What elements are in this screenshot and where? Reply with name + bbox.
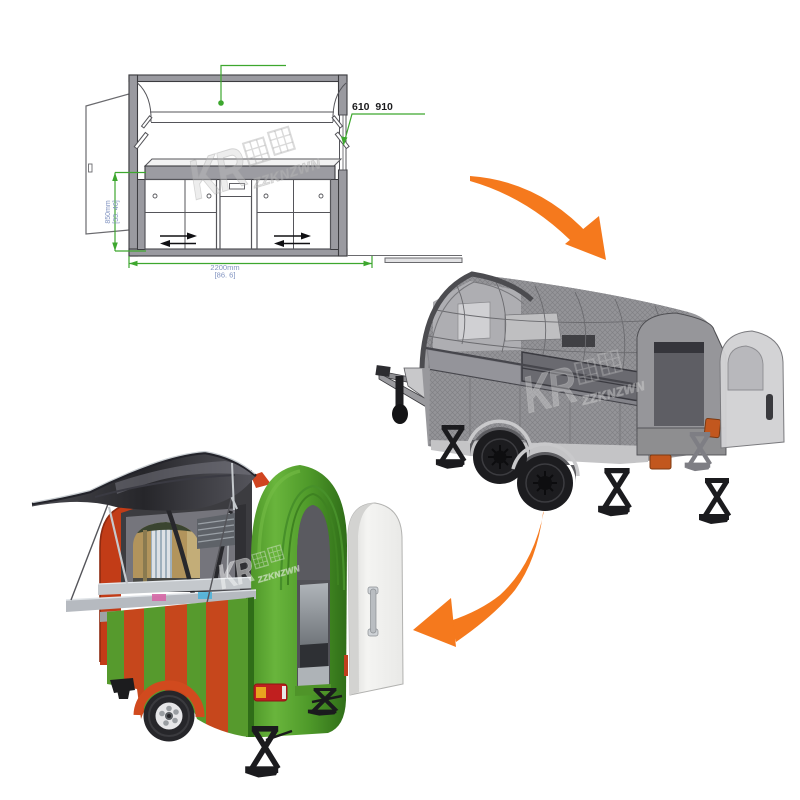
svg-text:[33. 46]: [33. 46] [113,200,120,223]
svg-text:2200mm: 2200mm [210,263,239,272]
svg-text:610 910: 610 910 [352,101,393,113]
svg-text:850mm: 850mm [105,200,112,224]
svg-text:[86. 6]: [86. 6] [215,271,236,280]
